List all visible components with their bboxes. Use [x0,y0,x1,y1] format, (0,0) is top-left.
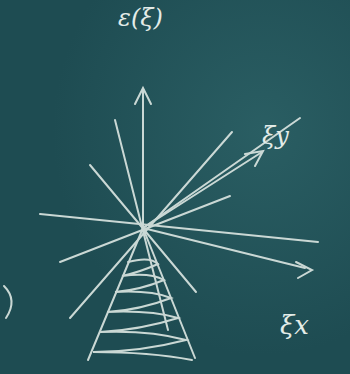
arrow-head [135,88,151,104]
ray [143,118,300,228]
arrow-head [245,151,263,166]
axis-label: ξx [280,312,309,338]
ray [115,120,168,330]
axis-label: ξy [262,124,289,148]
vertical-axis [142,90,144,228]
xi-x-axis [143,228,305,268]
ray [70,132,232,318]
arrow-head [296,262,312,278]
cone-edge [88,228,143,360]
axis-label: ε(ξ) [118,6,163,30]
ray [60,196,230,262]
chalk-fragment [4,286,12,318]
spiral [93,259,192,360]
